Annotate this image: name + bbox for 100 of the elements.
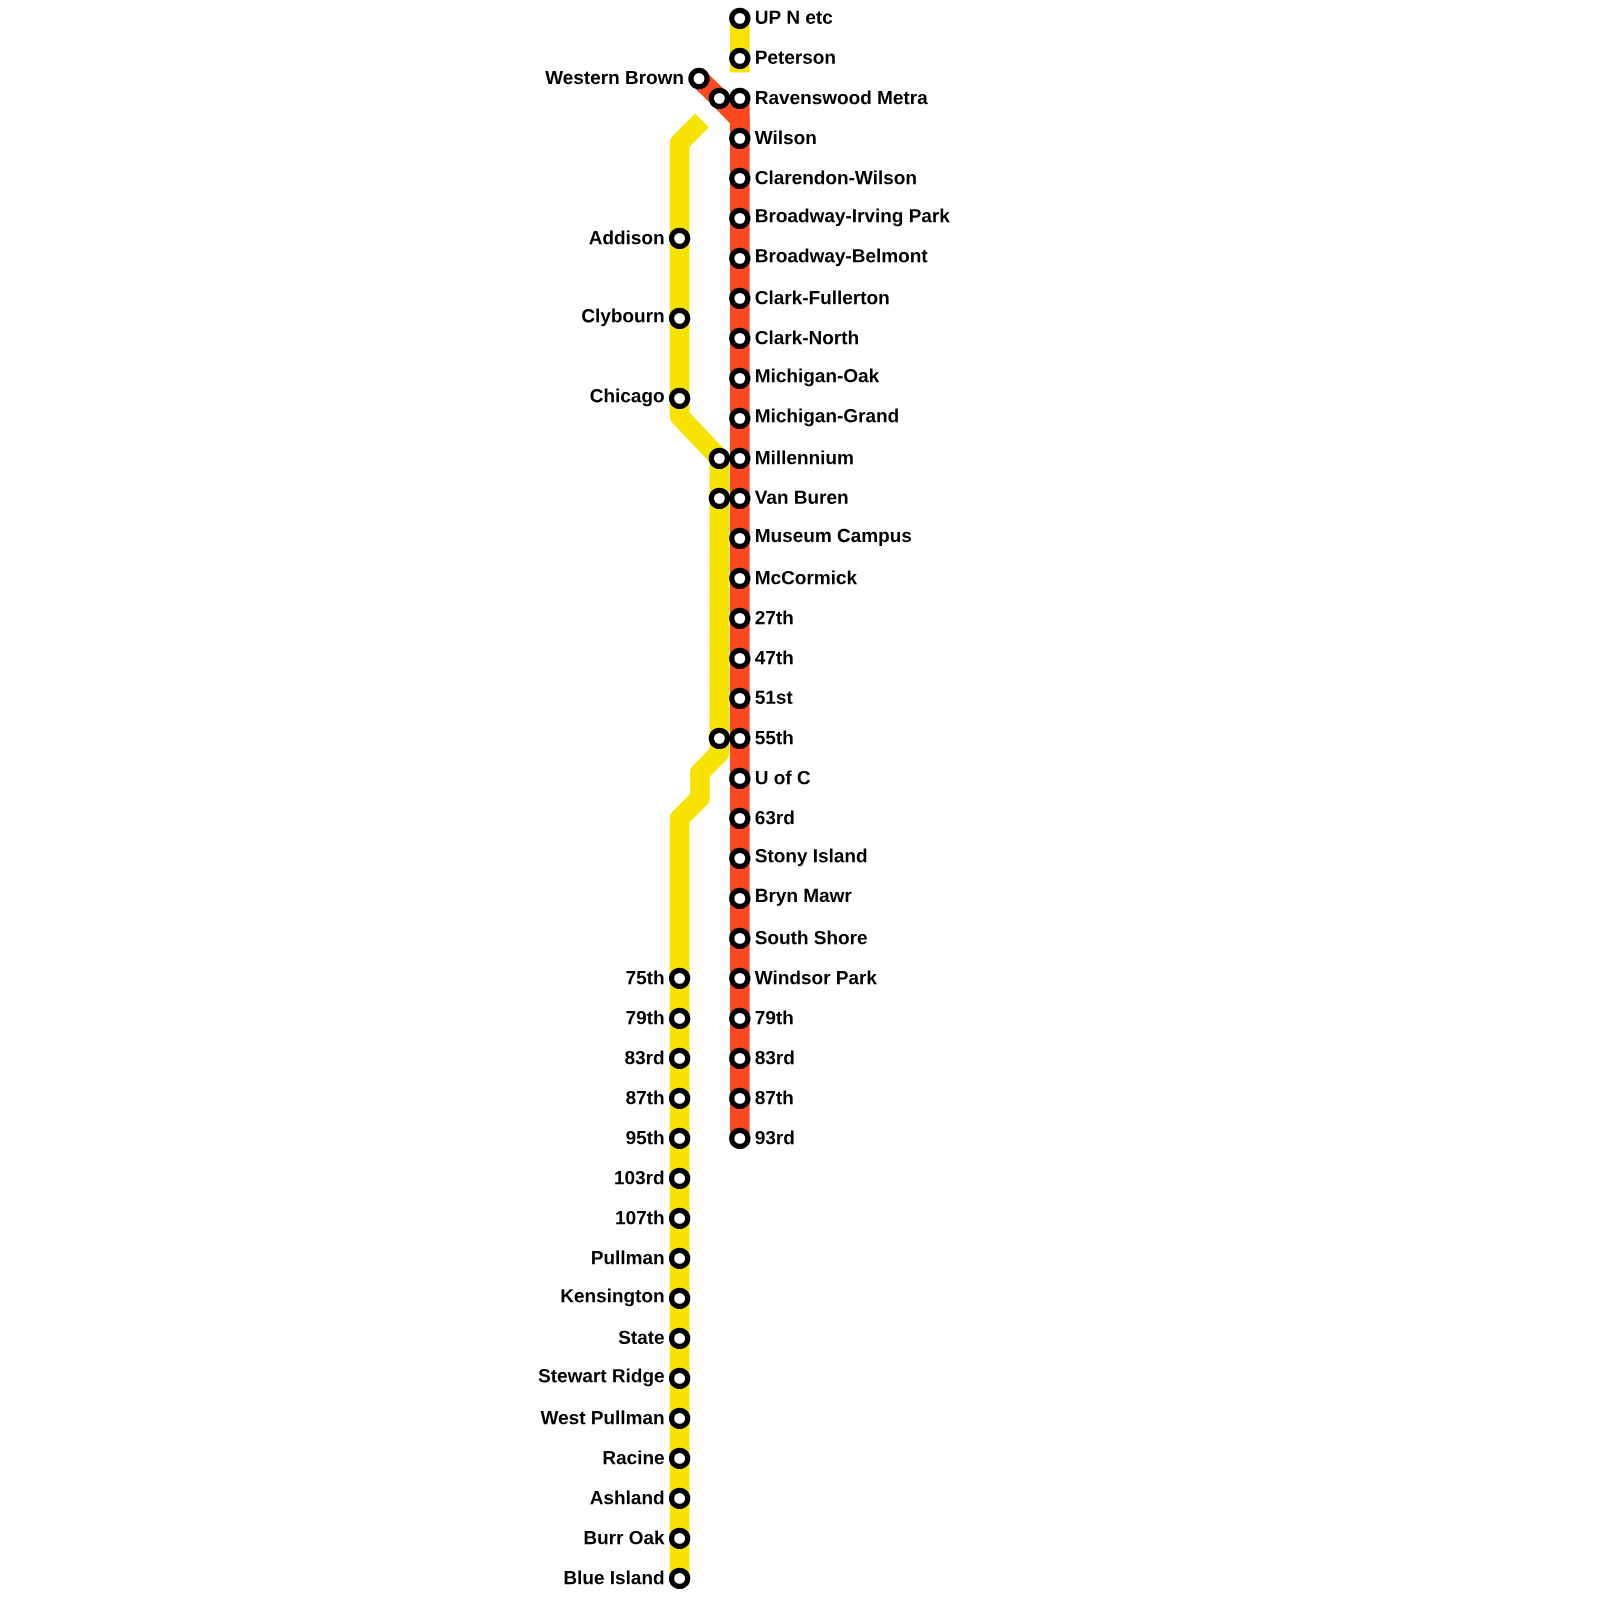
station-marker <box>729 767 751 790</box>
rail-line <box>669 982 690 1014</box>
station-label: 83rd <box>625 1050 664 1065</box>
station-label: Broadway-Belmont <box>756 248 928 267</box>
station-marker <box>668 1007 691 1030</box>
station-marker <box>708 87 731 110</box>
rail-line <box>729 502 750 534</box>
rail-line <box>729 1022 750 1054</box>
station-marker <box>688 67 710 90</box>
station-label: 87th <box>755 1090 793 1105</box>
rail-line <box>669 1022 690 1054</box>
station-marker <box>668 967 691 990</box>
rail-line <box>729 822 750 854</box>
rail-line <box>709 502 730 734</box>
rail-line <box>729 182 750 214</box>
station-label: Stony Island <box>755 848 867 867</box>
station-label: Windsor Park <box>754 970 877 985</box>
station-marker <box>708 727 731 750</box>
station-label: Museum Campus <box>756 528 912 546</box>
station-label: U of C <box>755 770 811 785</box>
rail-line <box>729 462 750 494</box>
rail-line <box>669 1382 690 1414</box>
station-label: 47th <box>755 650 793 665</box>
rail-line <box>669 1062 690 1094</box>
rail-line <box>729 662 750 694</box>
rail-line <box>729 102 750 134</box>
rail-line <box>669 1462 690 1494</box>
station-marker <box>729 167 751 190</box>
station-marker <box>668 1367 691 1390</box>
rail-line <box>669 1342 690 1374</box>
rail-line <box>729 862 750 894</box>
rail-line <box>729 782 750 814</box>
station-label: 93rd <box>755 1130 794 1145</box>
station-label: Clarendon-Wilson <box>755 170 916 185</box>
station-label: Michigan-Oak <box>756 368 880 387</box>
station-marker <box>708 487 731 510</box>
station-label: State <box>618 1330 664 1345</box>
station-marker <box>729 407 751 430</box>
rail-line <box>669 242 690 314</box>
station-label: Stewart Ridge <box>538 1368 664 1387</box>
rail-line <box>669 1502 690 1534</box>
rail-line <box>709 462 730 494</box>
station-label: McCormick <box>756 570 858 585</box>
rail-line <box>729 342 750 374</box>
rail-line <box>729 542 750 574</box>
station-label: 83rd <box>755 1050 794 1065</box>
rail-line <box>729 902 750 934</box>
rail-line <box>729 382 750 414</box>
station-label: 95th <box>626 1130 664 1145</box>
rail-line <box>729 702 750 734</box>
station-label: Michigan-Grand <box>756 408 898 427</box>
rail-line <box>669 1542 690 1574</box>
station-marker <box>729 367 751 390</box>
station-marker <box>729 247 751 270</box>
station-marker <box>729 527 751 550</box>
station-marker <box>729 807 751 830</box>
station-marker <box>729 207 751 230</box>
station-label: Blue Island <box>564 1570 664 1585</box>
station-marker <box>668 387 691 410</box>
rail-line <box>729 742 750 774</box>
rail-line <box>729 942 750 974</box>
station-marker <box>729 327 751 350</box>
rail-line <box>729 222 750 254</box>
rail-line <box>669 1422 690 1454</box>
station-marker <box>729 967 751 990</box>
station-label: 87th <box>626 1090 664 1105</box>
station-marker <box>729 1047 751 1070</box>
station-marker <box>668 1167 691 1190</box>
station-marker <box>729 287 751 310</box>
station-marker <box>668 1447 691 1470</box>
station-marker <box>729 87 751 110</box>
station-marker <box>729 607 751 630</box>
station-label: Broadway-Irving Park <box>756 208 950 227</box>
station-marker <box>729 687 751 710</box>
station-marker <box>668 1287 691 1310</box>
rail-line <box>669 1222 690 1254</box>
station-marker <box>668 1527 691 1550</box>
station-marker <box>729 1087 751 1110</box>
station-marker <box>668 1047 691 1070</box>
station-marker <box>668 1127 691 1150</box>
station-label: 55th <box>755 730 793 745</box>
rail-line <box>729 982 750 1014</box>
rail-line <box>669 1182 690 1214</box>
rail-line <box>729 582 750 614</box>
station-label: Pullman <box>592 1250 664 1265</box>
station-marker <box>729 727 751 750</box>
station-marker <box>729 887 751 910</box>
rail-line <box>669 1142 690 1174</box>
station-label: Clark-North <box>755 330 858 345</box>
station-label: Van Buren <box>754 490 848 504</box>
rail-line <box>669 1102 690 1134</box>
rail-line <box>669 402 724 462</box>
station-label: 107th <box>616 1210 664 1225</box>
rail-line <box>729 262 750 294</box>
station-label: Ravenswood Metra <box>756 90 928 105</box>
station-label: Wilson <box>754 130 816 145</box>
rail-line <box>729 1102 750 1134</box>
station-marker <box>729 47 751 70</box>
station-label: Millennium <box>756 450 853 465</box>
rail-line <box>669 742 730 974</box>
